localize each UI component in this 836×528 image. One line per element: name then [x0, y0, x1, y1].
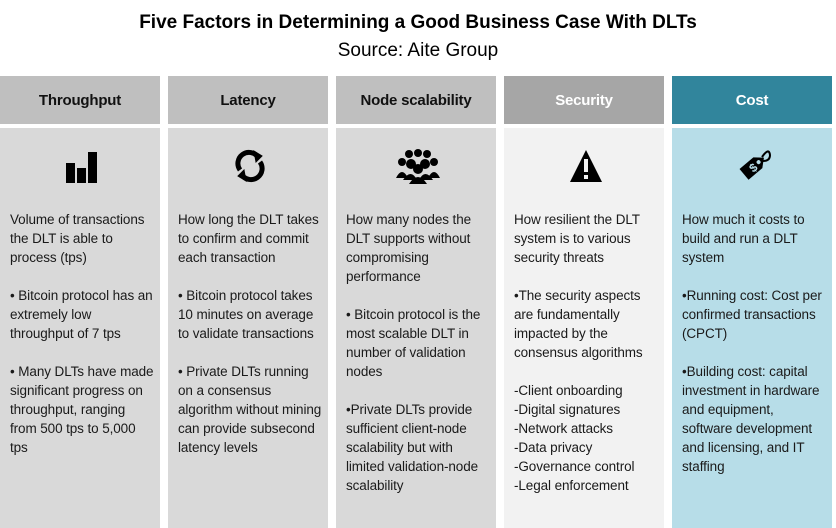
factor-column-cost: Cost $ How much it costs to build and run … [672, 76, 832, 528]
factor-header: Latency [168, 76, 328, 124]
factor-list-item: -Legal enforcement [514, 478, 629, 493]
factor-header: Throughput [0, 76, 160, 124]
people-group-icon [346, 136, 490, 196]
factor-paragraph: How many nodes the DLT supports without … [346, 212, 472, 284]
factor-paragraph: • Bitcoin protocol has an extremely low … [10, 288, 153, 341]
page-subtitle: Source: Aite Group [337, 40, 499, 61]
factor-paragraph: How resilient the DLT system is to vario… [514, 212, 640, 265]
factor-list-item: -Governance control [514, 459, 635, 474]
factor-paragraph: How long the DLT takes to confirm and co… [178, 212, 319, 265]
factor-paragraph: Volume of transactions the DLT is able t… [10, 212, 145, 265]
factor-header: Cost [672, 76, 832, 124]
page-title: Five Factors in Determining a Good Busin… [139, 12, 697, 33]
factor-body: How resilient the DLT system is to vario… [504, 128, 664, 528]
factor-header: Node scalability [336, 76, 496, 124]
factor-body: How many nodes the DLT supports without … [336, 128, 496, 528]
warning-icon [514, 136, 658, 196]
factor-header: Security [504, 76, 664, 124]
factor-paragraph: •Private DLTs provide sufficient client-… [346, 402, 479, 493]
factor-list-item: -Client onboarding [514, 383, 623, 398]
factor-paragraph: •The security aspects are fundamentally … [514, 288, 643, 360]
factor-paragraph: • Private DLTs running on a consensus al… [178, 364, 322, 455]
factor-paragraph: • Bitcoin protocol is the most scalable … [346, 307, 481, 379]
refresh-icon [178, 136, 322, 196]
factor-body: $ How much it costs to build and run a DL… [672, 128, 832, 528]
factor-paragraph: • Bitcoin protocol takes 10 minutes on a… [178, 288, 314, 341]
factor-paragraph: •Building cost: capital investment in ha… [682, 364, 820, 474]
factor-paragraph: • Many DLTs have made significant progre… [10, 364, 154, 455]
factor-body: How long the DLT takes to confirm and co… [168, 128, 328, 528]
factor-paragraph: •Running cost: Cost per confirmed transa… [682, 288, 822, 341]
price-tag-icon: $ [682, 136, 826, 196]
bar-chart-icon [10, 136, 154, 196]
factor-body: Volume of transactions the DLT is able t… [0, 128, 160, 528]
factor-list-item: -Data privacy [514, 440, 593, 455]
factor-list-item: -Digital signatures [514, 402, 621, 417]
factor-list-item: -Network attacks [514, 421, 613, 436]
factor-paragraph: How much it costs to build and run a DLT… [682, 212, 805, 265]
